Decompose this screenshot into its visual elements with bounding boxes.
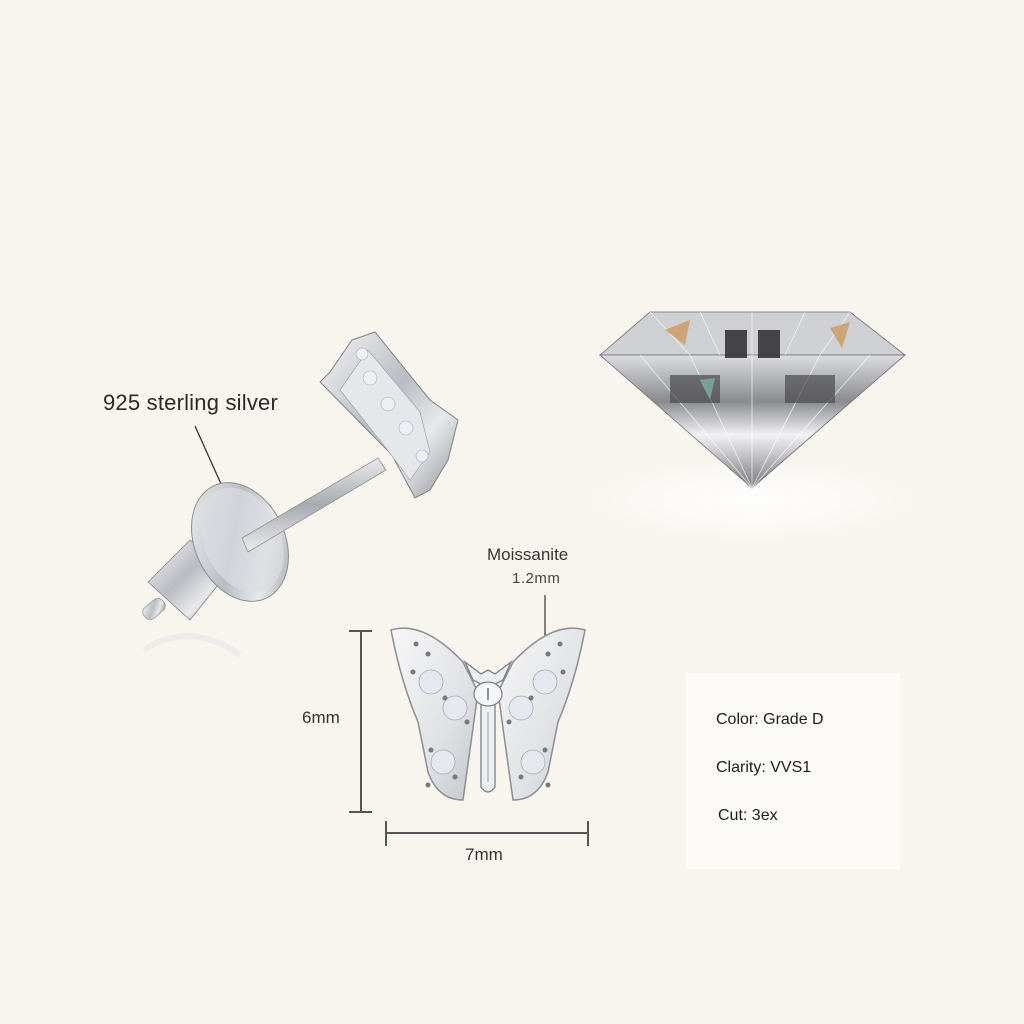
spec-color: Color: Grade D [714,707,862,733]
butterfly-earring-front-view [390,627,586,801]
spec-clarity: Clarity: VVS1 [714,755,852,781]
stone-size-label: 1.2mm [512,570,561,587]
spec-box: Color: Grade D Clarity: VVS1 Cut: 3ex [686,673,900,869]
stone-label: Moissanite [487,545,569,564]
spec-cut: Cut: 3ex [716,803,822,829]
width-label: 7mm [465,845,503,864]
height-label: 6mm [302,708,340,727]
material-label: 925 sterling silver [103,390,278,415]
earring-side-view [142,331,459,658]
moissanite-stone-image [582,311,922,545]
